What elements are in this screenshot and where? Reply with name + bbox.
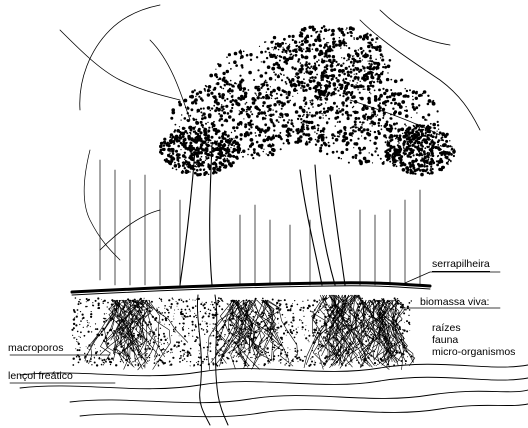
background-trees	[84, 150, 420, 285]
biomassa-item-raizes: raízes	[432, 322, 515, 334]
label-lencol-freatico: lençol freático	[8, 370, 73, 382]
main-tree-trunks	[180, 145, 345, 285]
tree-canopy	[159, 25, 456, 176]
biomassa-list: raízes fauna micro-organismos	[432, 322, 515, 358]
biomassa-item-fauna: fauna	[432, 334, 515, 346]
water-table-waves	[20, 364, 528, 416]
biomassa-item-micro: micro-organismos	[432, 346, 515, 358]
label-macroporos: macroporos	[8, 342, 63, 354]
label-serrapilheira: serrapilheira	[432, 258, 490, 272]
label-biomassa-viva: biomassa viva:	[420, 296, 489, 308]
